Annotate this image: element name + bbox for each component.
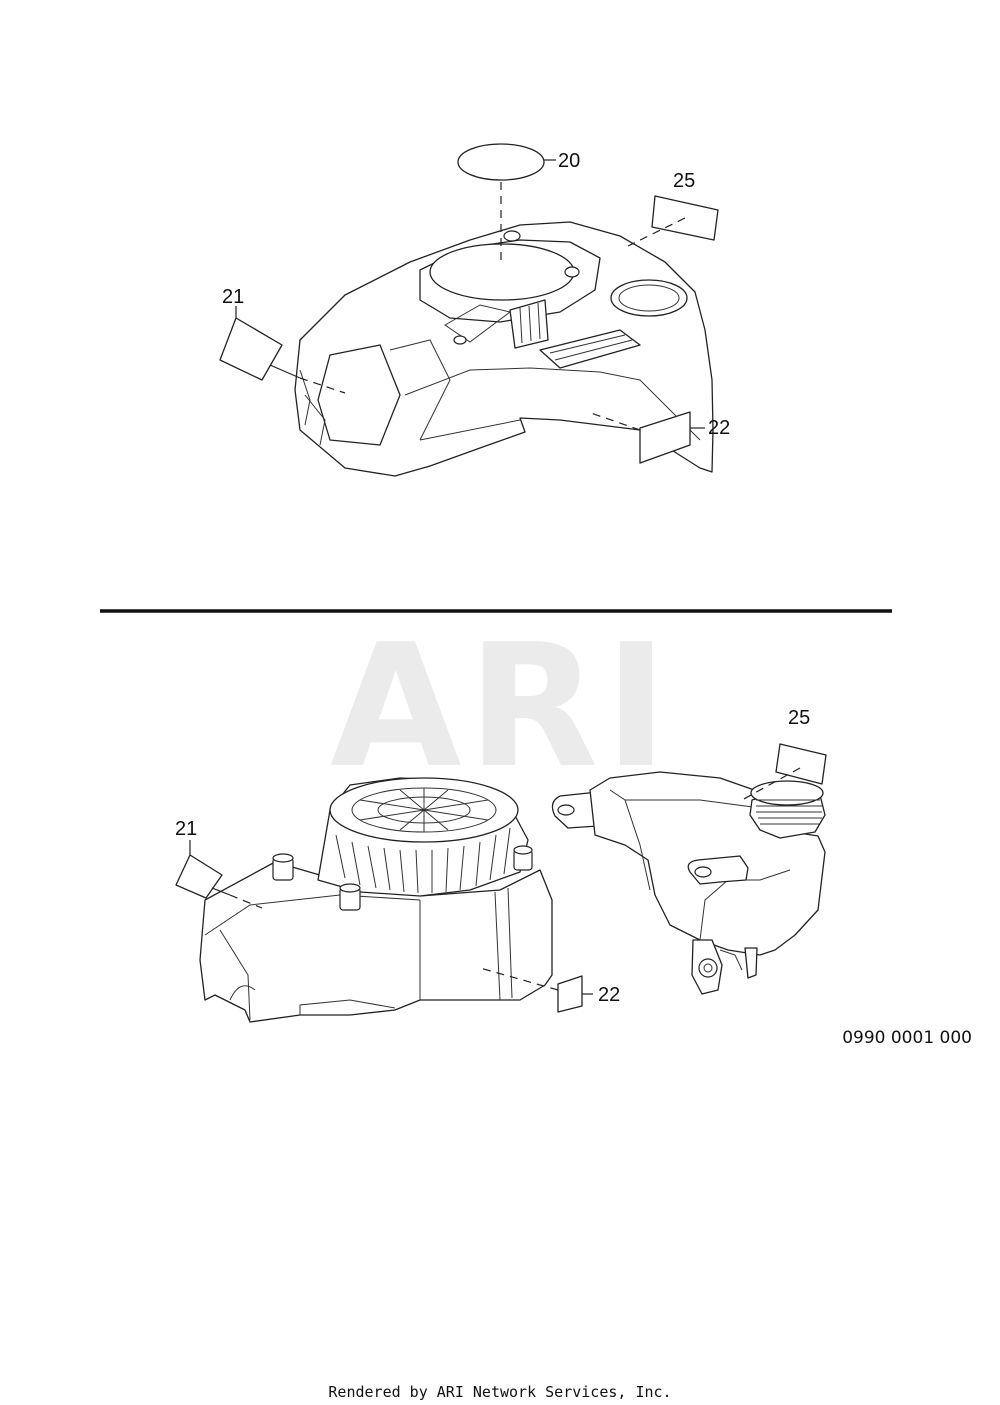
rendered-by-footer: Rendered by ARI Network Services, Inc. (328, 1383, 672, 1401)
callout-25-bottom: 25 (788, 707, 810, 729)
label-part-25-bottom (775, 743, 827, 785)
label-part-22-top (639, 411, 691, 464)
callout-21-top: 21 (222, 286, 244, 308)
blower-housing (199, 777, 553, 1023)
callout-21-bottom: 21 (175, 818, 197, 840)
callout-20: 20 (558, 150, 580, 172)
engine-cover (294, 221, 714, 477)
label-part-21-bottom (175, 854, 223, 899)
document-number: 0990 0001 000 (842, 1028, 972, 1048)
callout-25-top: 25 (673, 170, 695, 192)
label-part-22-bottom (557, 975, 583, 1013)
ring-part-20 (457, 143, 545, 181)
label-part-21-top (219, 317, 283, 381)
fuel-tank (551, 771, 826, 995)
callout-22-bottom: 22 (598, 984, 620, 1006)
callout-22-top: 22 (708, 417, 730, 439)
watermark-ari: ARI (330, 608, 674, 806)
